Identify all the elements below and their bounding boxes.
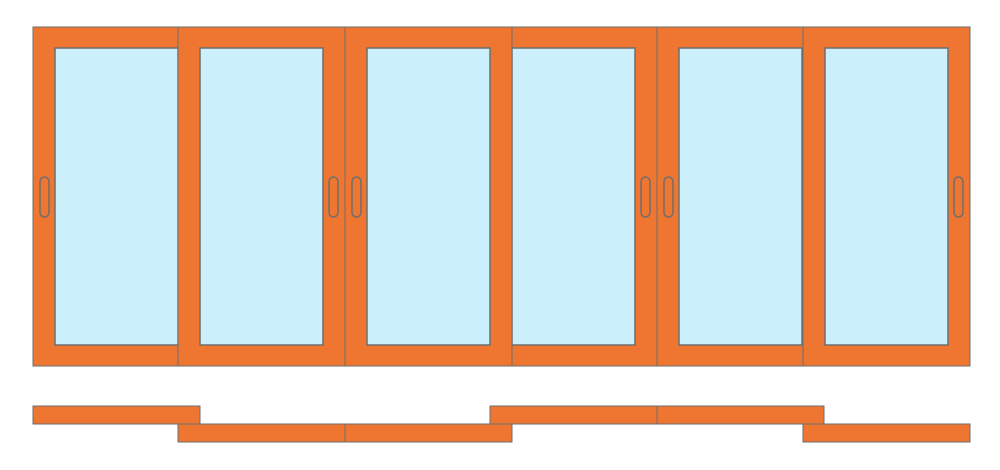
door-panel-2 (177, 26, 346, 367)
plan-panel-6 (802, 423, 971, 443)
handle-icon (39, 176, 50, 218)
handle-icon (953, 176, 964, 218)
handle-icon (328, 176, 339, 218)
glass-pane (511, 47, 636, 346)
handle-icon (351, 176, 362, 218)
plan-panel-4 (489, 405, 658, 425)
door-panel-5 (656, 26, 825, 367)
plan-panel-2 (177, 423, 346, 443)
glass-pane (199, 47, 324, 346)
plan-panel-3 (344, 423, 513, 443)
door-elevation-view (32, 26, 971, 367)
glass-pane (824, 47, 949, 346)
plan-panel-5 (656, 405, 825, 425)
door-panel-3 (344, 26, 513, 367)
handle-icon (640, 176, 651, 218)
glass-pane (678, 47, 803, 346)
plan-panel-1 (32, 405, 201, 425)
door-plan-view (32, 405, 971, 443)
glass-pane (366, 47, 491, 346)
glass-pane (54, 47, 179, 346)
handle-icon (663, 176, 674, 218)
door-panel-1 (32, 26, 201, 367)
door-panel-4 (489, 26, 658, 367)
door-panel-6 (802, 26, 971, 367)
